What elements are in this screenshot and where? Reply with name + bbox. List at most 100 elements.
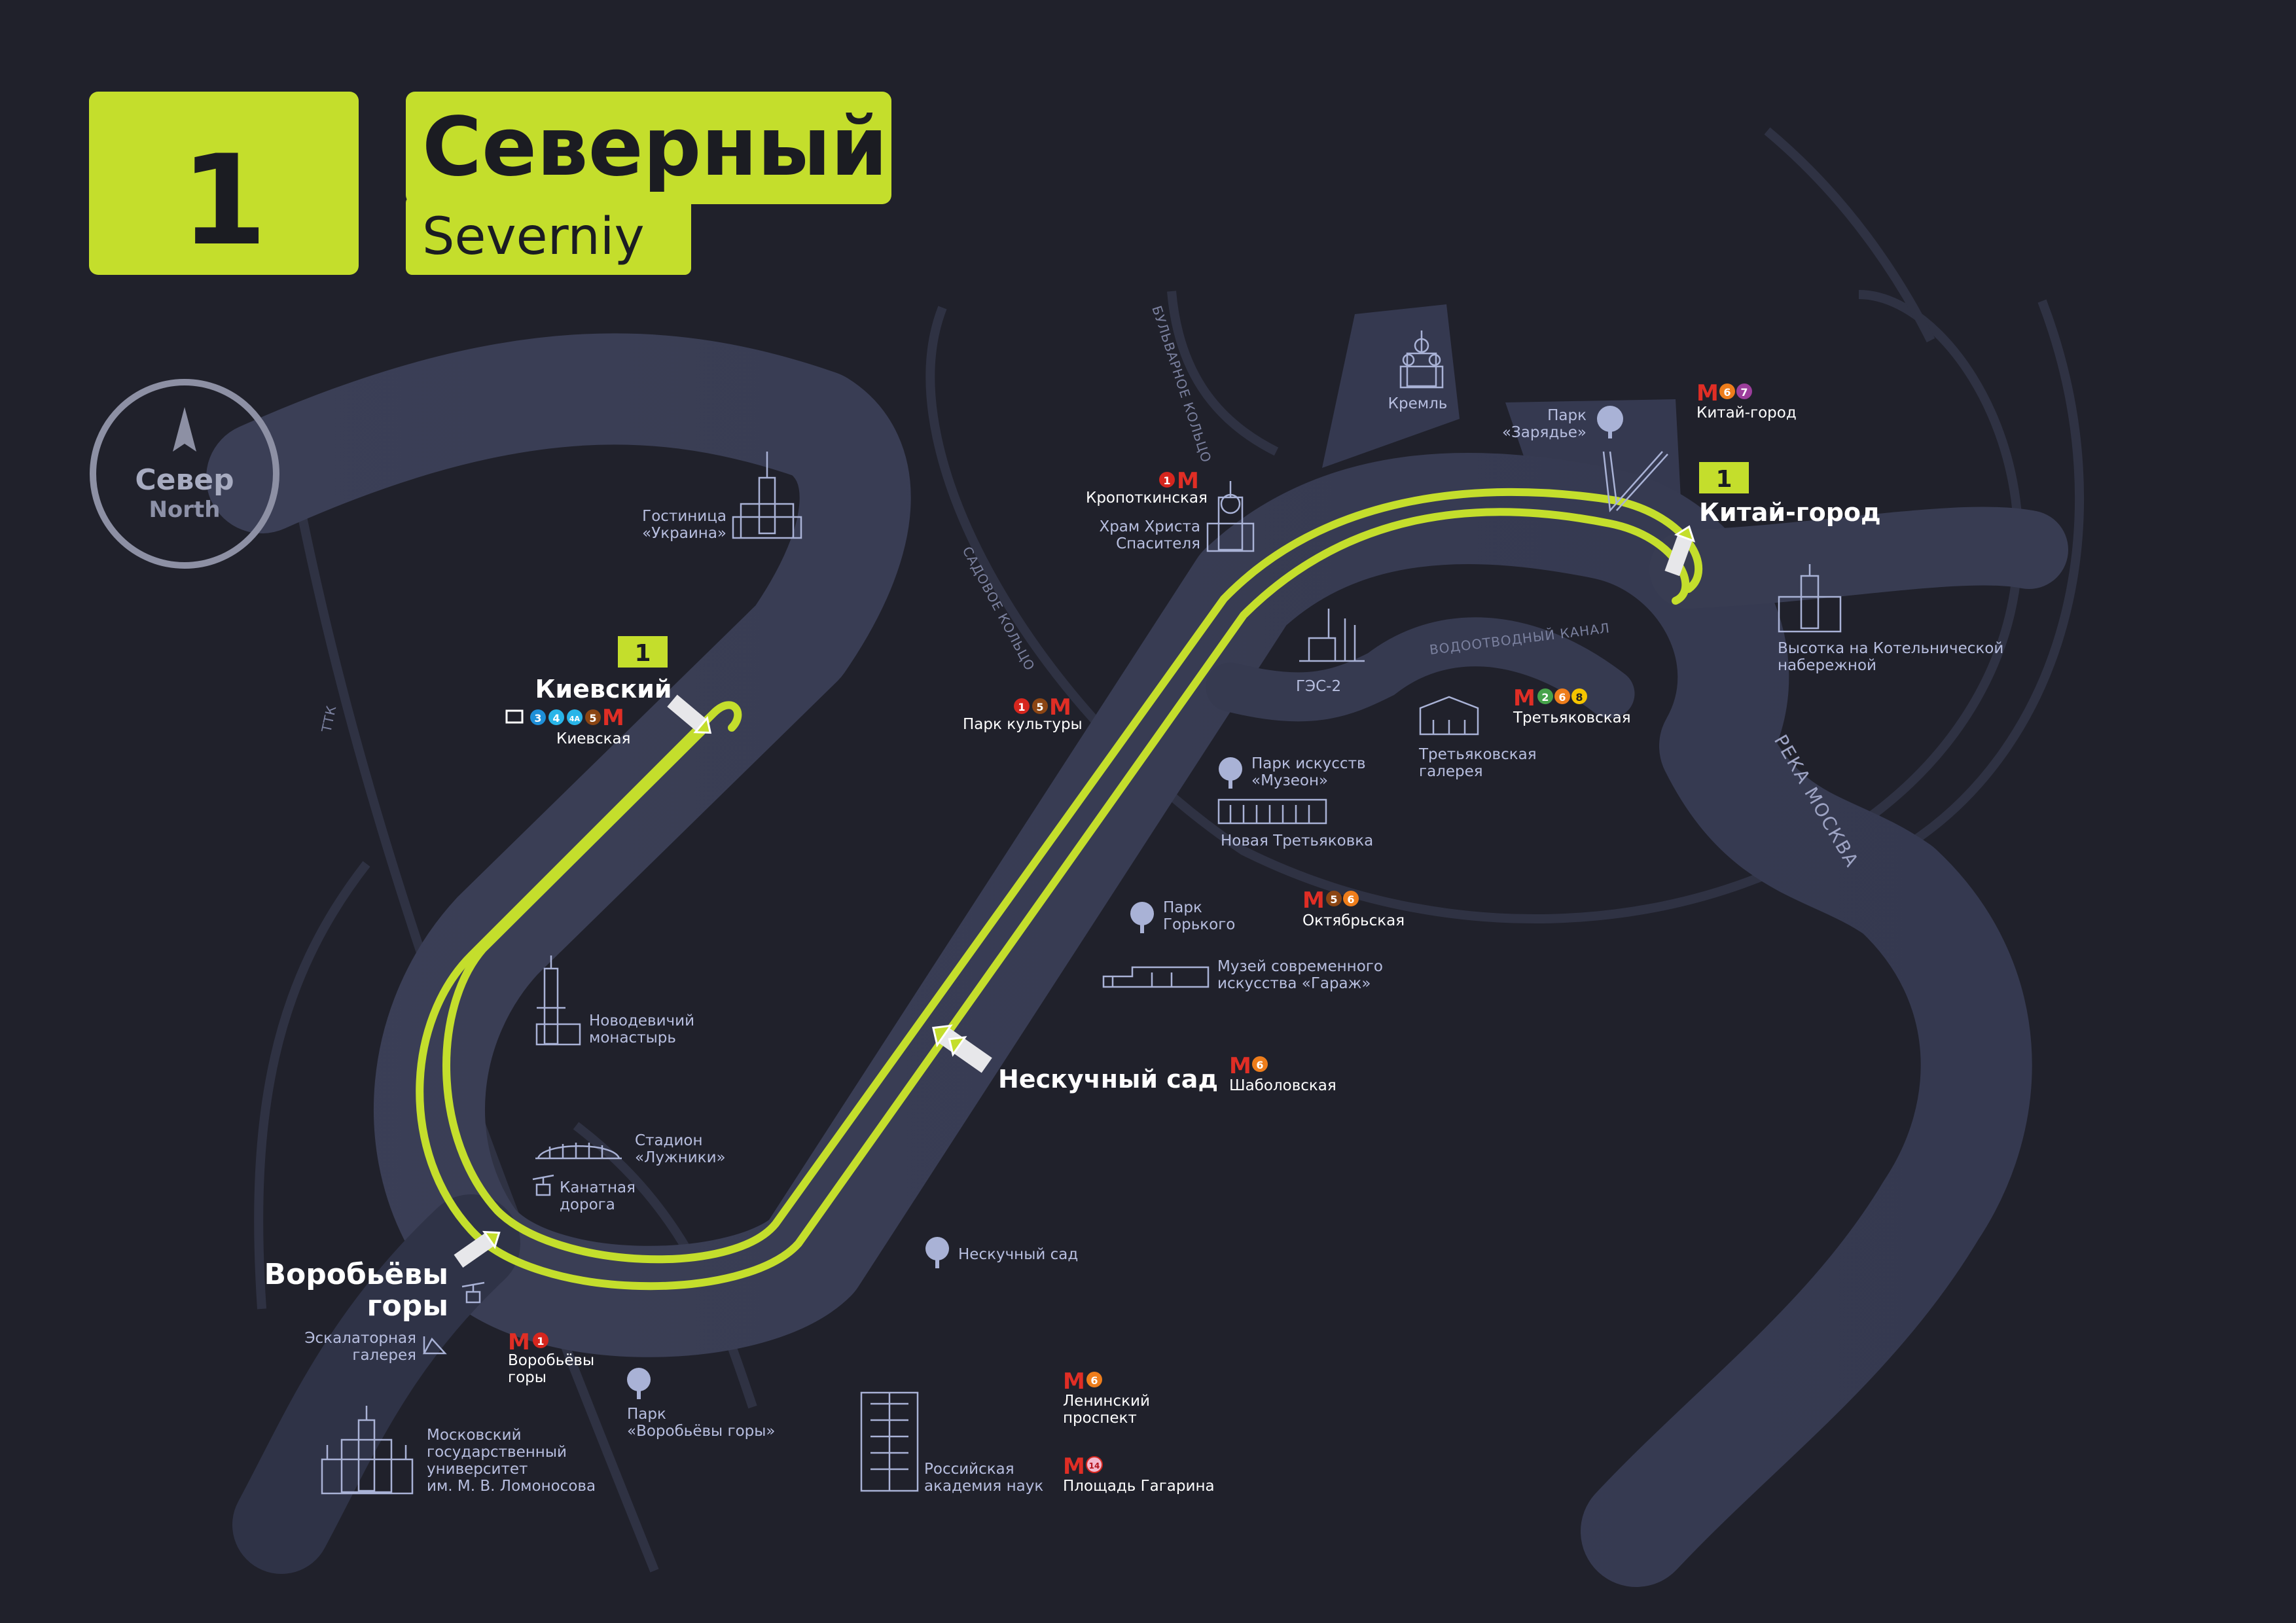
academy-icon bbox=[860, 1391, 919, 1492]
svg-text:«Зарядье»: «Зарядье» bbox=[1502, 424, 1587, 441]
svg-text:Эскалаторная: Эскалаторная bbox=[304, 1330, 416, 1347]
metro-name: Киевская bbox=[556, 730, 630, 747]
svg-text:Нескучный сад: Нескучный сад bbox=[958, 1246, 1078, 1263]
metro-name: Октябрьская bbox=[1302, 912, 1405, 929]
pier-neskuchny: Нескучный сад bbox=[998, 1065, 1218, 1094]
svg-text:6: 6 bbox=[1256, 1059, 1263, 1071]
landmark-msu: Московский государственный университет и… bbox=[321, 1406, 596, 1495]
landmark-hram: Храм Христа Спасителя bbox=[1099, 481, 1255, 552]
metro-kropotkinskaya: 1 М Кропоткинская bbox=[1086, 468, 1208, 507]
landmark-kotelnicheskaya: Высотка на Котельнической набережной bbox=[1778, 564, 2003, 674]
svg-text:Московский: Московский bbox=[427, 1427, 522, 1444]
svg-text:Парк: Парк bbox=[627, 1406, 666, 1423]
river-south-channel bbox=[232, 1194, 520, 1574]
svg-text:Канатная: Канатная bbox=[560, 1179, 636, 1196]
church-icon bbox=[1206, 481, 1255, 552]
title-ru: Северный bbox=[422, 100, 888, 194]
metro-logo-icon: М bbox=[1229, 1053, 1251, 1079]
metro-name-line2: горы bbox=[508, 1369, 547, 1386]
museum-icon bbox=[1217, 798, 1327, 825]
compass-label-ru: Север bbox=[135, 463, 234, 497]
metro-park-kultury: 1 5 М Парк культуры bbox=[963, 694, 1083, 733]
route-badge bbox=[1699, 462, 1749, 493]
metro-kievskaya: 3 4 4А 5 М Киевская bbox=[505, 705, 630, 747]
tree-icon bbox=[1597, 406, 1623, 432]
pier-vorobyovy: Воробьёвы горы bbox=[264, 1258, 448, 1323]
svg-text:ГЭС-2: ГЭС-2 bbox=[1296, 678, 1341, 695]
kremlin-area bbox=[1322, 304, 1460, 468]
zaryadye-bridge-icon bbox=[1602, 451, 1668, 512]
pier-kitay-gorod: 1 Китай-город bbox=[1699, 462, 1881, 527]
svg-text:Парк: Парк bbox=[1547, 407, 1587, 424]
title-en-badge bbox=[406, 196, 691, 275]
title-ru-badge bbox=[406, 92, 891, 204]
skyscraper-icon bbox=[732, 452, 802, 539]
metro-name: Парк культуры bbox=[963, 716, 1083, 733]
metro-name: Третьяковская bbox=[1513, 709, 1631, 726]
metro-kitay-gorod: М 6 7 Китай-город bbox=[1696, 380, 1797, 421]
landmark-new-tretyakov: Новая Третьяковка bbox=[1217, 798, 1373, 849]
vodootvodny-canal bbox=[1206, 617, 1635, 722]
pier-markers bbox=[454, 525, 1696, 1268]
metro-name: Китай-город bbox=[1696, 404, 1797, 421]
north-arrow-icon bbox=[173, 407, 196, 452]
svg-text:«Украина»: «Украина» bbox=[642, 525, 726, 542]
metro-logo-icon: М bbox=[1049, 694, 1071, 721]
tree-icon bbox=[925, 1237, 949, 1260]
metro-oktyabrskaya: М 5 6 Октябрьская bbox=[1302, 887, 1405, 929]
metro-logo-icon: М bbox=[1063, 1368, 1085, 1395]
route-outer-track bbox=[416, 508, 1690, 1291]
metro-name-line1: Ленинский bbox=[1063, 1393, 1150, 1410]
pier-name: Китай-город bbox=[1699, 498, 1881, 527]
svg-text:«Воробьёвы горы»: «Воробьёвы горы» bbox=[627, 1423, 776, 1440]
metro-shabolovskaya: М 6 Шаболовская bbox=[1229, 1053, 1336, 1094]
svg-text:5: 5 bbox=[1330, 893, 1337, 906]
route-badge bbox=[618, 636, 668, 668]
landmark-neskuchny-park: Нескучный сад bbox=[925, 1237, 1078, 1268]
svg-text:искусства «Гараж»: искусства «Гараж» bbox=[1217, 975, 1371, 992]
tree-icon bbox=[1219, 757, 1242, 781]
svg-text:Горького: Горького bbox=[1163, 916, 1235, 933]
tree-icon bbox=[1130, 902, 1154, 925]
pier-kitay-marker bbox=[1664, 525, 1696, 577]
svg-text:галерея: галерея bbox=[1419, 763, 1483, 780]
svg-text:Храм Христа: Храм Христа bbox=[1099, 518, 1200, 535]
landmark-escalator: Эскалаторная галерея bbox=[304, 1330, 447, 1364]
landmark-ukraina: Гостиница «Украина» bbox=[642, 452, 802, 542]
stadium-icon bbox=[535, 1143, 622, 1160]
pier-neskuchny-marker bbox=[932, 1024, 992, 1073]
svg-text:1: 1 bbox=[1163, 474, 1170, 487]
moscow-river bbox=[206, 333, 2032, 1587]
svg-text:4А: 4А bbox=[569, 715, 581, 723]
pier-name-line1: Воробьёвы bbox=[264, 1258, 448, 1291]
route-inner-track bbox=[442, 488, 1703, 1264]
route-badge-number: 1 bbox=[634, 640, 651, 667]
metro-vorobyovy-gory: М 1 Воробьёвы горы bbox=[508, 1329, 594, 1386]
svg-text:8: 8 bbox=[1575, 691, 1583, 704]
outer-road bbox=[1895, 299, 2084, 855]
svg-text:Парк искусств: Парк искусств bbox=[1251, 755, 1366, 772]
landmark-zaryadye: Парк «Зарядье» bbox=[1502, 406, 1668, 512]
svg-text:«Лужники»: «Лужники» bbox=[635, 1149, 726, 1166]
landmark-vorobyovy-park: Парк «Воробьёвы горы» bbox=[627, 1368, 776, 1440]
landmark-muzeon: Парк искусств «Музеон» bbox=[1219, 755, 1366, 789]
svg-text:4: 4 bbox=[552, 712, 560, 724]
upper-road bbox=[1764, 127, 1935, 343]
pier-kievsky-marker bbox=[667, 694, 712, 734]
landmark-garage: Музей современного искусства «Гараж» bbox=[1102, 958, 1383, 992]
metro-logo-icon: М bbox=[1513, 685, 1535, 711]
west-road bbox=[254, 861, 370, 1310]
metro-logo-icon: М bbox=[602, 705, 624, 731]
svg-text:Третьяковская: Третьяковская bbox=[1418, 746, 1537, 763]
svg-text:7: 7 bbox=[1740, 386, 1748, 399]
metro-name-line2: проспект bbox=[1063, 1410, 1137, 1427]
cathedral-icon bbox=[1399, 330, 1444, 389]
university-icon bbox=[321, 1406, 414, 1495]
tree-icon bbox=[627, 1368, 651, 1391]
metro-logo-icon: М bbox=[508, 1329, 530, 1355]
escalator-icon bbox=[422, 1336, 447, 1355]
svg-text:6: 6 bbox=[1723, 386, 1731, 399]
svg-text:Российская: Российская bbox=[924, 1461, 1014, 1478]
svg-text:6: 6 bbox=[1558, 691, 1566, 704]
pier-kievsky: 1 Киевский bbox=[535, 636, 672, 704]
